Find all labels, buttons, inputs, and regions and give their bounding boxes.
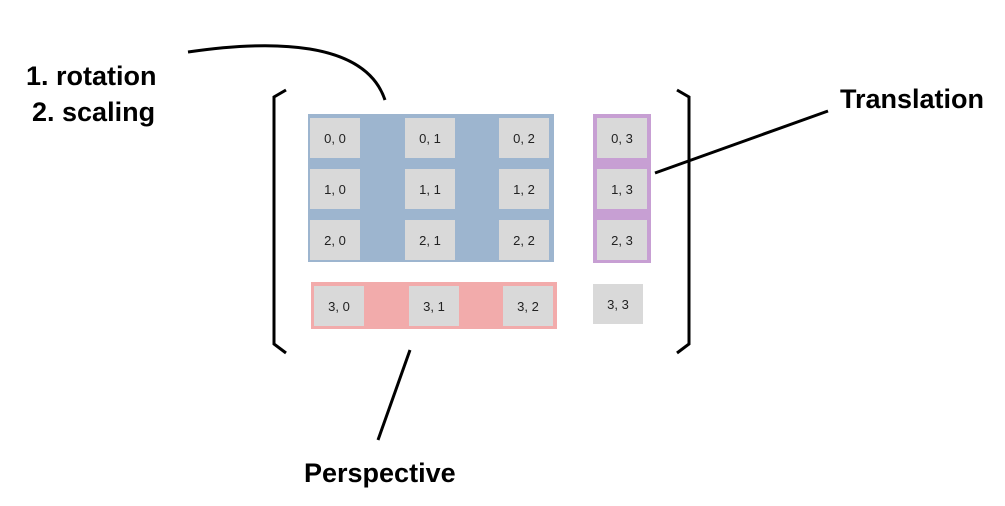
- matrix-cell: 0, 1: [405, 118, 455, 158]
- left-bracket: [272, 88, 287, 355]
- rotation-callout-curve: [187, 44, 387, 101]
- rotation-label: 1. rotation: [26, 61, 157, 91]
- matrix-cell: 0, 0: [310, 118, 360, 158]
- matrix-cell: 3, 3: [593, 284, 643, 324]
- matrix-cell: 2, 3: [597, 220, 647, 260]
- matrix-cell: 3, 2: [503, 286, 553, 326]
- translation-label: Translation: [840, 84, 985, 114]
- perspective-label: Perspective: [304, 458, 456, 488]
- matrix-cell: 2, 0: [310, 220, 360, 260]
- matrix-cell: 3, 0: [314, 286, 364, 326]
- matrix-cell: 0, 2: [499, 118, 549, 158]
- matrix-cell: 1, 0: [310, 169, 360, 209]
- translation-callout-line: [654, 109, 829, 175]
- perspective-callout-line: [376, 349, 412, 441]
- right-bracket: [676, 88, 691, 355]
- matrix-cell: 0, 3: [597, 118, 647, 158]
- matrix-cell: 1, 2: [499, 169, 549, 209]
- matrix-cell: 1, 1: [405, 169, 455, 209]
- matrix-cell: 1, 3: [597, 169, 647, 209]
- matrix-cell: 3, 1: [409, 286, 459, 326]
- matrix-cell: 2, 2: [499, 220, 549, 260]
- matrix-cell: 2, 1: [405, 220, 455, 260]
- scaling-label: 2. scaling: [32, 97, 156, 127]
